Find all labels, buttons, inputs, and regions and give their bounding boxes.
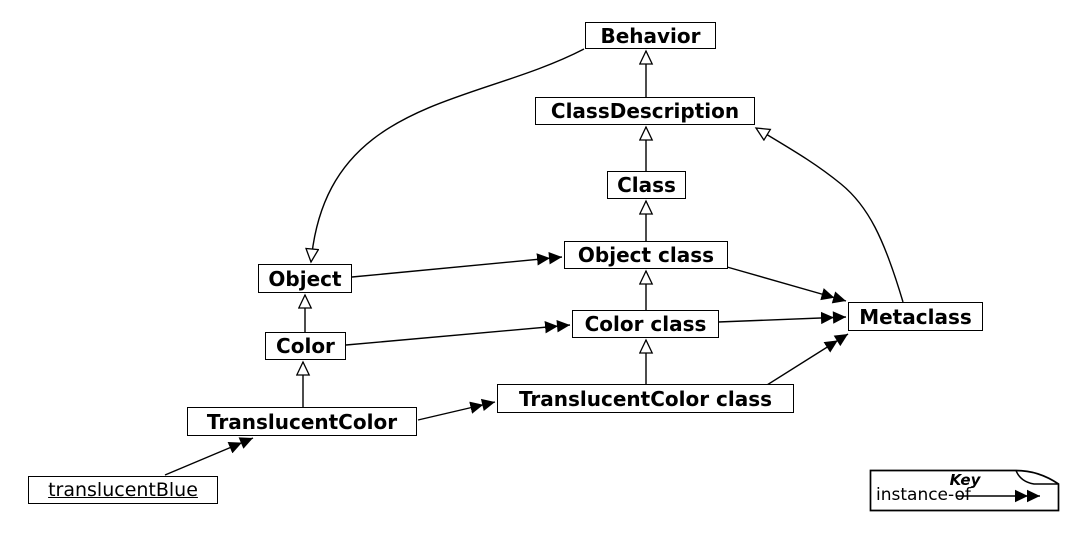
node-color-label: Color: [276, 334, 335, 358]
key-title: Key: [949, 471, 981, 489]
node-color: Color: [265, 332, 346, 360]
node-object-label: Object: [268, 266, 342, 291]
edge-instanceof-colorclass-metaclass: [717, 311, 847, 325]
node-translucent-color: TranslucentColor: [187, 407, 417, 436]
key-instance-of-label: instance-of: [876, 485, 971, 505]
node-metaclass-label: Metaclass: [859, 304, 972, 329]
edge-instanceof-translucentcolorclass-metaclass: [766, 333, 849, 386]
edge-subclass-behavior-object: [311, 48, 585, 262]
edge-instanceof-color-colorclass: [345, 319, 571, 346]
node-color-class-label: Color class: [584, 312, 707, 336]
node-class-description-label: ClassDescription: [550, 99, 740, 123]
edge-subclass-metaclass-classdescription: [756, 128, 904, 303]
node-object-class-label: Object class: [577, 243, 715, 267]
edge-instanceof-translucentcolor-translucentcolorclass: [417, 398, 496, 421]
node-behavior-label: Behavior: [600, 23, 701, 48]
edge-instanceof-object-objectclass: [351, 252, 563, 278]
node-object-class: Object class: [564, 241, 728, 269]
node-class-label: Class: [617, 173, 676, 197]
node-translucent-blue: translucentBlue: [28, 476, 218, 504]
node-translucent-color-class: TranslucentColor class: [497, 384, 794, 413]
node-translucent-color-class-label: TranslucentColor class: [518, 386, 773, 411]
node-object: Object: [258, 264, 352, 293]
key-note-shape: [869, 469, 1060, 512]
node-metaclass: Metaclass: [848, 302, 983, 331]
node-translucent-blue-label: translucentBlue: [48, 479, 198, 501]
edge-instanceof-objectclass-metaclass: [726, 266, 847, 304]
node-translucent-color-label: TranslucentColor: [206, 409, 398, 434]
node-behavior: Behavior: [585, 22, 716, 49]
key-note-fold: [1015, 470, 1059, 485]
node-color-class: Color class: [572, 310, 719, 338]
node-class: Class: [607, 171, 686, 199]
node-class-description: ClassDescription: [535, 97, 755, 125]
edge-instanceof-translucentblue-translucentcolor: [164, 437, 254, 476]
